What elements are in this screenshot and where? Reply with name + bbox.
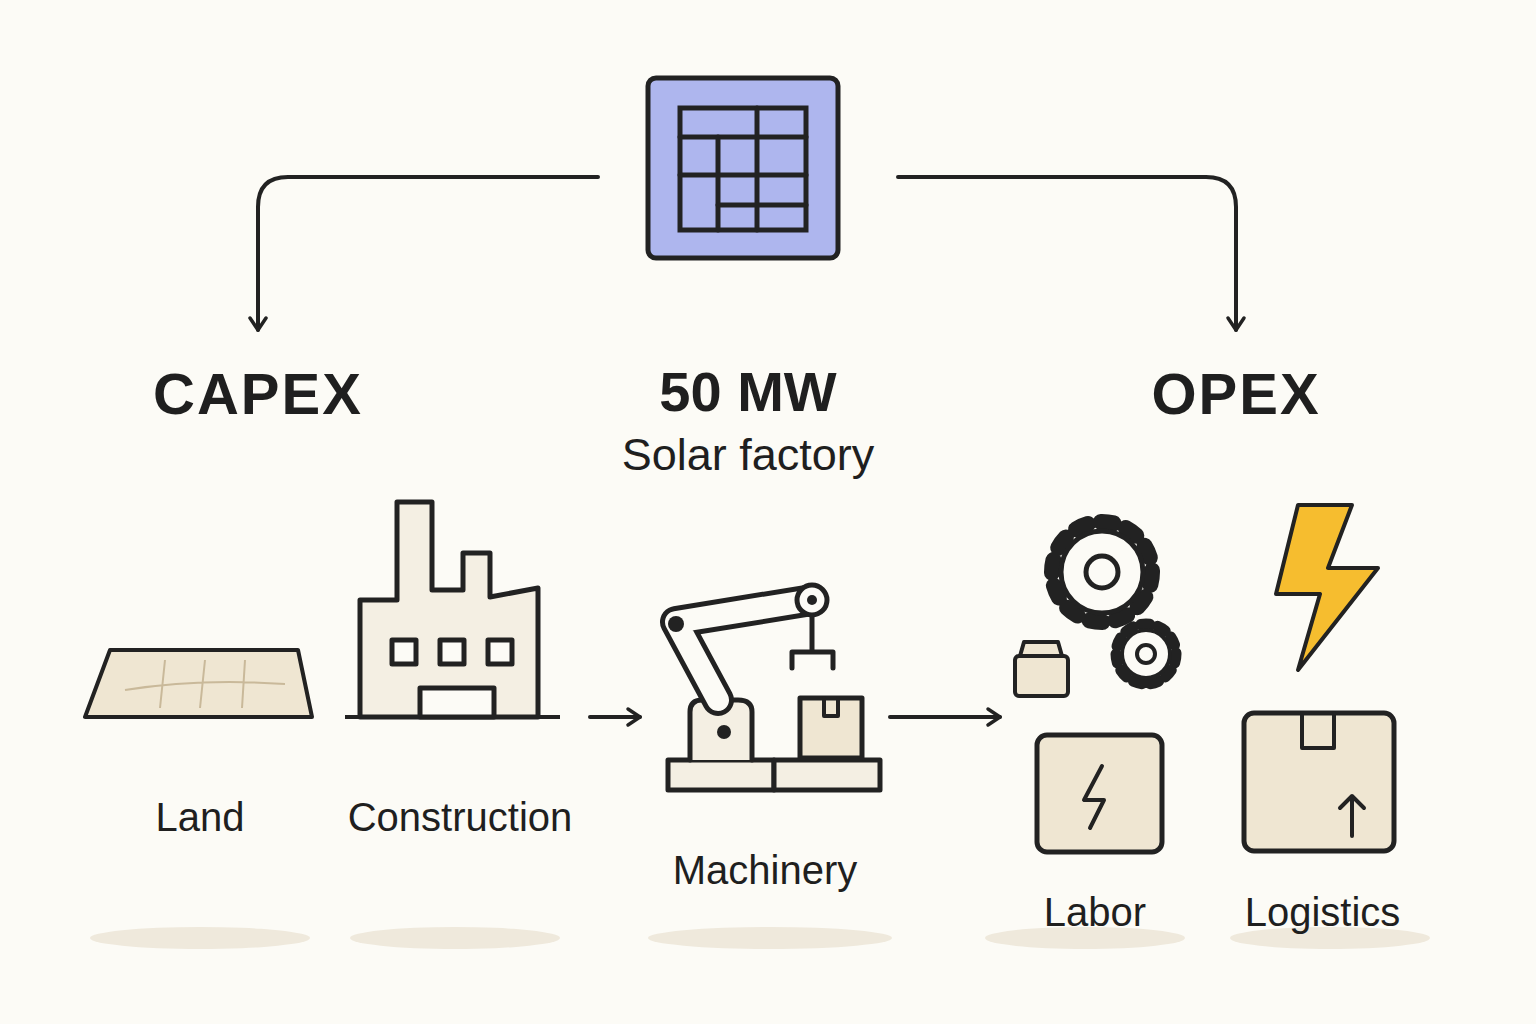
small-box-lid: [1020, 642, 1062, 656]
item-label: Machinery: [640, 846, 890, 894]
grid-line: [716, 137, 721, 230]
gripper: [792, 652, 833, 668]
flow-arrow: [898, 177, 1236, 330]
grid-line: [680, 135, 806, 140]
logistics-icon: [1244, 505, 1394, 851]
robot-arm-icon: [668, 585, 880, 790]
gear-teeth: [1116, 624, 1176, 684]
item-label: Construction: [330, 793, 590, 841]
robot-joint: [797, 585, 827, 615]
shadow: [648, 927, 892, 949]
shadow: [90, 927, 310, 949]
robot-base: [668, 760, 774, 790]
solar-panel-icon: [648, 78, 838, 258]
factory-window: [488, 640, 512, 664]
labor-box: [1037, 735, 1162, 852]
panel-grid: [680, 108, 806, 230]
conveyor: [774, 760, 880, 790]
gear-hole: [1086, 556, 1118, 588]
factory-window: [440, 640, 464, 664]
land-lines: [125, 660, 285, 708]
factory-building: [360, 502, 538, 717]
category-title: CAPEX: [150, 359, 366, 429]
box-tape: [1302, 713, 1334, 748]
flow-arrow: [890, 715, 1000, 719]
bolt-glyph: [1084, 766, 1104, 828]
category-title: OPEX: [1131, 359, 1341, 429]
shadow: [350, 927, 560, 949]
grid-line: [755, 108, 760, 230]
flow-arrow: [590, 715, 640, 719]
gear: [1061, 531, 1143, 613]
shipping-box: [1244, 713, 1394, 851]
ground-shadows: [90, 927, 1430, 949]
node-title: Solar factory: [598, 428, 898, 482]
item-label: Logistics: [1215, 888, 1430, 936]
factory-window: [392, 640, 416, 664]
item-label: Land: [80, 793, 320, 841]
cost-item-node: Land: [80, 640, 320, 850]
robot-joint: [807, 595, 817, 605]
gear-hole: [1137, 645, 1155, 663]
package-tape: [824, 698, 838, 716]
cost-item-node: Logistics: [1215, 495, 1430, 940]
item-label: Labor: [1000, 888, 1190, 936]
small-box: [1015, 656, 1068, 696]
factory-icon: [345, 502, 560, 717]
lightning-bolt: [1276, 505, 1378, 670]
labor-icon: [1015, 522, 1176, 852]
cost-item-node: Construction: [330, 495, 590, 850]
ground-line: [345, 715, 560, 719]
gear-teeth: [1052, 522, 1152, 622]
category-node: CAPEX: [150, 330, 366, 430]
grid-line: [718, 203, 806, 208]
gear: [1122, 630, 1170, 678]
capacity-label: 50 MW: [598, 358, 898, 425]
up-arrow: [1340, 796, 1364, 836]
cost-item-node: Labor: [1000, 505, 1190, 940]
category-node: OPEX: [1131, 330, 1341, 430]
panel-frame: [648, 78, 838, 258]
cost-item-node: Machinery: [640, 570, 890, 900]
land-plot: [85, 650, 312, 717]
factory-node: 50 MWSolar factory: [598, 70, 898, 490]
grid-line: [680, 173, 806, 178]
package: [800, 698, 862, 758]
flow-arrow: [258, 177, 598, 330]
robot-joint: [668, 616, 684, 632]
land-icon: [85, 650, 312, 717]
factory-door: [420, 688, 494, 717]
gripper-rod: [810, 616, 815, 650]
robot-joint: [717, 725, 731, 739]
